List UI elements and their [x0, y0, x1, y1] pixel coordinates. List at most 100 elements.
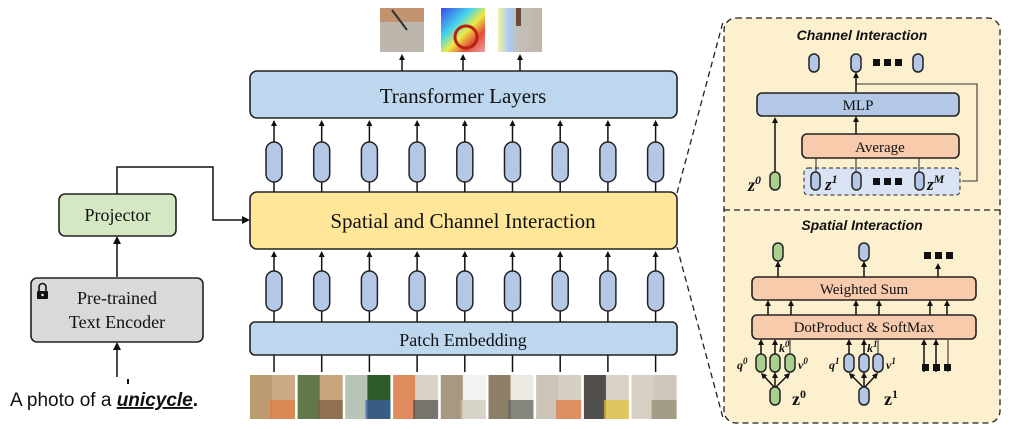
- ellipsis-icon: [922, 364, 951, 371]
- average-label: Average: [855, 140, 905, 156]
- interaction-token: [312, 141, 331, 183]
- average-box: [801, 133, 960, 159]
- interaction-token: [551, 141, 569, 183]
- patch-embedding-box: Patch Embedding: [249, 321, 678, 356]
- z1-token: [810, 171, 821, 191]
- interaction-token: [408, 141, 426, 183]
- ellipsis-icon: [924, 252, 953, 259]
- interaction-label: Spatial and Channel Interaction: [330, 209, 596, 233]
- caption-prefix: A photo of a: [10, 390, 117, 411]
- channel-output-token: [850, 53, 862, 73]
- transformer-output-arrows: [399, 54, 523, 71]
- tokens-upper: [265, 120, 665, 192]
- qkv-group-more: [921, 339, 951, 372]
- weighted-sum-label: Weighted Sum: [820, 282, 909, 298]
- weighted-sum-box: [751, 276, 977, 301]
- input-image-patch: [488, 375, 534, 419]
- encoder-line1: Pre-trained: [77, 288, 157, 308]
- z0-spatial-label: z0: [792, 387, 806, 409]
- patch-to-embedding-lines: [273, 355, 657, 372]
- k1-token: [858, 353, 870, 373]
- embedding-token: [360, 270, 379, 312]
- interaction-box: Spatial and Channel Interaction: [249, 191, 678, 250]
- tokens-lower: [265, 251, 665, 322]
- embedding-token: [551, 270, 569, 312]
- embedding-token: [456, 270, 474, 312]
- embedding-token: [599, 270, 617, 312]
- interaction-token: [646, 141, 665, 183]
- residual-line: [856, 83, 978, 182]
- output-image-patch-1: [380, 8, 424, 52]
- input-image-patch: [583, 375, 629, 419]
- z0-token: [769, 171, 781, 191]
- interaction-token: [360, 141, 379, 183]
- channel-interaction-section: Channel Interaction MLP Average z0 z1: [747, 27, 978, 196]
- z0-spatial-token: [769, 386, 781, 406]
- zoom-connector-top: [676, 21, 724, 194]
- channel-output-token: [808, 53, 820, 73]
- interaction-token: [503, 141, 522, 183]
- input-image-patch: [297, 375, 343, 419]
- z1-label: z1: [824, 172, 838, 194]
- k0-token: [769, 353, 781, 373]
- input-image-patch: [536, 375, 582, 419]
- transformer-box: Transformer Layers: [249, 70, 678, 119]
- z1-spatial-token: [858, 386, 870, 406]
- interaction-token: [456, 141, 474, 183]
- channel-output-token: [912, 53, 924, 73]
- qkv-group-1: q1 k1 v1 z1: [829, 339, 898, 409]
- embedding-token: [312, 270, 331, 312]
- v0-token: [784, 353, 796, 373]
- output-image-patch-3: [498, 8, 542, 52]
- z0-label: z0: [747, 173, 761, 195]
- projector-label: Projector: [85, 205, 151, 225]
- embedding-token: [408, 270, 426, 312]
- mlp-label: MLP: [843, 98, 874, 114]
- q1-label: q1: [829, 356, 840, 372]
- ellipsis-icon: [873, 178, 902, 185]
- interaction-token: [265, 141, 283, 183]
- output-image-patch-2: [441, 8, 485, 52]
- v0-label: v0: [798, 356, 808, 372]
- q1-token: [843, 353, 855, 373]
- spatial-interaction-section: Spatial Interaction Weighted Sum DotProd…: [737, 217, 977, 409]
- projector-box: Projector: [58, 193, 177, 237]
- input-patches: [250, 375, 677, 419]
- text-encoder-box: Pre-trained Text Encoder: [30, 277, 204, 343]
- q0-label: q0: [737, 356, 748, 372]
- v1-label: v1: [886, 356, 896, 372]
- v1-token: [872, 353, 884, 373]
- embedding-token: [265, 270, 283, 312]
- zM-token: [914, 171, 925, 191]
- input-caption: A photo of a unicycle.: [10, 379, 198, 411]
- svg-text:A photo of a unicycle.: A photo of a unicycle.: [10, 390, 198, 411]
- z-token: [851, 171, 862, 191]
- transformer-label: Transformer Layers: [380, 84, 547, 108]
- zoom-connector-bottom: [676, 246, 724, 419]
- patch-embedding-label: Patch Embedding: [399, 330, 526, 350]
- channel-title: Channel Interaction: [797, 27, 928, 43]
- arrow-projector-to-interaction: [116, 166, 250, 224]
- k0-label: k0: [779, 339, 790, 355]
- ellipsis-icon: [873, 59, 902, 66]
- embedding-token: [646, 270, 665, 312]
- zM-label: zM: [926, 172, 945, 194]
- interaction-token: [599, 141, 617, 183]
- input-image-patch: [345, 375, 391, 419]
- input-image-patch: [631, 375, 677, 419]
- arrows-dot-to-sum: [765, 300, 950, 315]
- input-image-patch: [440, 375, 486, 419]
- spatial-output-token-1: [858, 242, 870, 262]
- input-image-patch: [393, 375, 439, 419]
- output-patches: [380, 8, 542, 52]
- q0-token: [755, 353, 767, 373]
- encoder-line2: Text Encoder: [69, 312, 165, 332]
- qkv-group-0: q0 k0 v0 z0: [737, 339, 808, 409]
- embedding-token: [503, 270, 522, 312]
- caption-suffix: .: [193, 390, 198, 411]
- z1-spatial-label: z1: [884, 387, 898, 409]
- dotproduct-softmax-label: DotProduct & SoftMax: [794, 320, 935, 336]
- input-image-patch: [250, 375, 295, 419]
- spatial-output-token-0: [772, 242, 784, 262]
